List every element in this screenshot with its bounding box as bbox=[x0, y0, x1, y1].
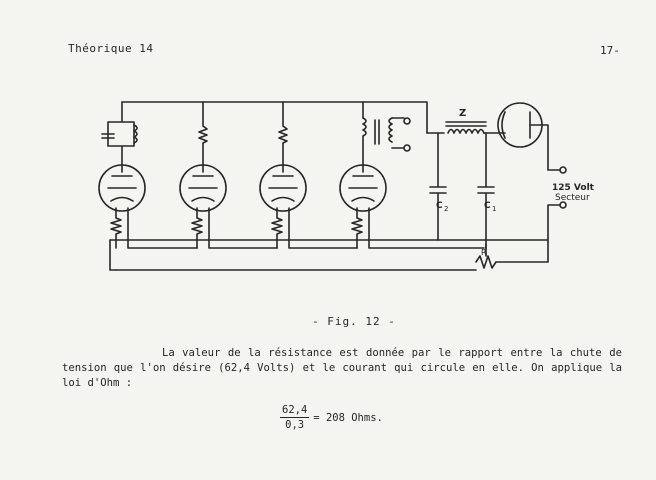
lower-return-wire bbox=[495, 204, 561, 263]
tube-4 bbox=[339, 164, 387, 212]
denominator: 0,3 bbox=[285, 419, 305, 431]
figure-caption: - Fig. 12 - bbox=[312, 315, 396, 328]
circuit-schematic: Z C 2 C 1 R 125 Volt Secteur bbox=[98, 101, 595, 271]
page-number: 17- bbox=[600, 44, 620, 57]
body-paragraph: La valeur de la résistance est donnée pa… bbox=[62, 346, 622, 391]
capacitor-c1 bbox=[477, 132, 495, 249]
tube-1 bbox=[98, 164, 146, 212]
tube-3 bbox=[259, 164, 307, 212]
tube-4-cathode-resistor bbox=[351, 207, 363, 249]
voltage-label: 125 Volt bbox=[552, 183, 595, 193]
secondary-leads bbox=[391, 117, 405, 149]
series-resistor-r bbox=[475, 255, 497, 269]
transformer-terminal-a bbox=[403, 117, 411, 125]
tube-3-electrodes bbox=[268, 175, 298, 202]
transformer-core bbox=[374, 119, 380, 145]
stage1-tank-circuit bbox=[107, 101, 135, 173]
tube-4-electrodes bbox=[348, 175, 378, 202]
choke-label: Z bbox=[459, 108, 466, 119]
ohm-formula: 62,4 0,3 = 208 Ohms. bbox=[280, 404, 383, 431]
mains-terminal-top bbox=[559, 166, 567, 174]
left-loop-wire bbox=[109, 239, 117, 271]
resistor-label: R bbox=[481, 248, 487, 257]
tube-2-cathode-resistor bbox=[191, 207, 203, 249]
choke-core bbox=[445, 121, 487, 127]
top-rail-wire bbox=[121, 101, 428, 134]
tube-1-electrodes bbox=[107, 175, 137, 202]
stage3-plate-resistor bbox=[278, 101, 288, 173]
choke-z bbox=[447, 128, 485, 134]
paragraph-text: La valeur de la résistance est donnée pa… bbox=[62, 347, 622, 389]
tank-capacitor bbox=[101, 133, 115, 139]
stage2-plate-resistor bbox=[198, 101, 208, 173]
heater-chain bbox=[127, 207, 485, 249]
capacitor-c1-label: C bbox=[484, 201, 491, 211]
running-header: Théorique 14 bbox=[68, 42, 154, 55]
capacitor-c2-label: C bbox=[436, 201, 443, 211]
output-transformer-primary bbox=[362, 117, 367, 173]
tank-coil bbox=[133, 124, 138, 144]
rectifier-anode-lead bbox=[529, 124, 561, 171]
tube-2-electrodes bbox=[188, 175, 218, 202]
capacitor-c1-subscript: 1 bbox=[492, 205, 496, 213]
numerator: 62,4 bbox=[280, 404, 310, 418]
rectifier-electrodes bbox=[501, 111, 531, 139]
formula-result: = 208 Ohms. bbox=[313, 411, 383, 424]
mains-label: Secteur bbox=[555, 193, 590, 203]
tube-1-cathode-resistor bbox=[110, 207, 122, 249]
tube-3-cathode-resistor bbox=[271, 207, 283, 249]
tube-2 bbox=[179, 164, 227, 212]
mains-terminal-bottom bbox=[559, 201, 567, 209]
output-transformer-secondary bbox=[388, 117, 393, 143]
capacitor-c2-subscript: 2 bbox=[444, 205, 448, 213]
transformer-terminal-b bbox=[403, 144, 411, 152]
capacitor-c2 bbox=[429, 132, 447, 241]
fraction: 62,4 0,3 bbox=[280, 404, 310, 431]
